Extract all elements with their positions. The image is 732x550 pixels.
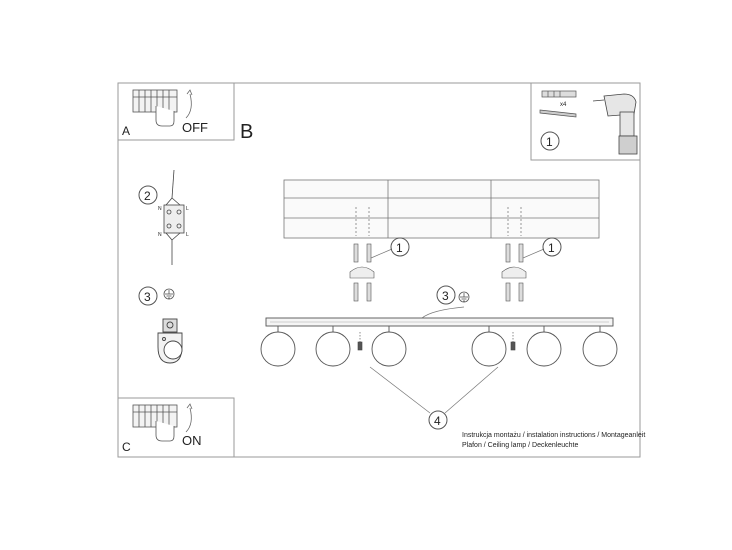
step-1-label-left: 1 — [396, 241, 403, 255]
panel-c-label: C — [122, 440, 131, 454]
earth-terminal-icon — [157, 318, 183, 364]
step-4-circle — [428, 410, 448, 430]
wall-plug-icon — [541, 90, 577, 98]
step-2-circle — [138, 185, 158, 205]
on-label: ON — [182, 433, 202, 448]
earth-symbol-main-icon — [458, 291, 470, 303]
panel-a-label: A — [122, 124, 130, 138]
step-3-label-main: 3 — [442, 289, 449, 303]
panel-b-label: B — [240, 121, 253, 143]
step-3-circle-main — [436, 285, 456, 305]
step-1-label: 1 — [546, 135, 553, 149]
callout-4-left — [369, 366, 431, 414]
callout-4-right — [444, 366, 499, 414]
caption-line-2: Plafon / Ceiling lamp / Deckenleuchte — [462, 442, 578, 449]
panel-c-box — [117, 397, 235, 458]
ceiling-block — [283, 179, 600, 239]
step-1-circle-right — [542, 237, 562, 257]
anchor-right — [501, 207, 527, 302]
breaker-on-icon — [132, 403, 193, 442]
plug-count: x4 — [560, 102, 567, 108]
step-1-label-right: 1 — [548, 241, 555, 255]
terminal-l-bottom: L — [186, 232, 189, 238]
page-frame — [117, 82, 641, 458]
lamp-bar — [265, 317, 614, 327]
breaker-off-icon — [132, 89, 193, 127]
step-3-label-left: 3 — [144, 290, 151, 304]
callout-1-right — [522, 248, 545, 259]
drill-box — [530, 82, 641, 161]
terminal-l-top: L — [186, 206, 189, 212]
step-3-circle-left — [138, 286, 158, 306]
caption-line-1: Instrukcja montażu / instalation instruc… — [462, 432, 645, 439]
terminal-block-icon — [163, 169, 185, 265]
step-2-label: 2 — [144, 189, 151, 203]
step-1-circle — [540, 131, 560, 151]
panel-a-box — [117, 82, 235, 141]
terminal-n-top: N — [158, 206, 162, 212]
lamp-globes — [260, 326, 618, 367]
step-1-circle-left — [390, 237, 410, 257]
screw-icon — [539, 109, 577, 118]
drill-icon — [592, 93, 638, 155]
terminal-n-bottom: N — [158, 232, 162, 238]
earth-wire — [421, 306, 465, 319]
off-label: OFF — [182, 120, 208, 135]
earth-symbol-icon — [163, 288, 175, 300]
step-4-label: 4 — [434, 414, 441, 428]
mounting-screws — [357, 332, 516, 351]
callout-1-left — [370, 248, 393, 259]
anchor-left — [349, 207, 375, 302]
